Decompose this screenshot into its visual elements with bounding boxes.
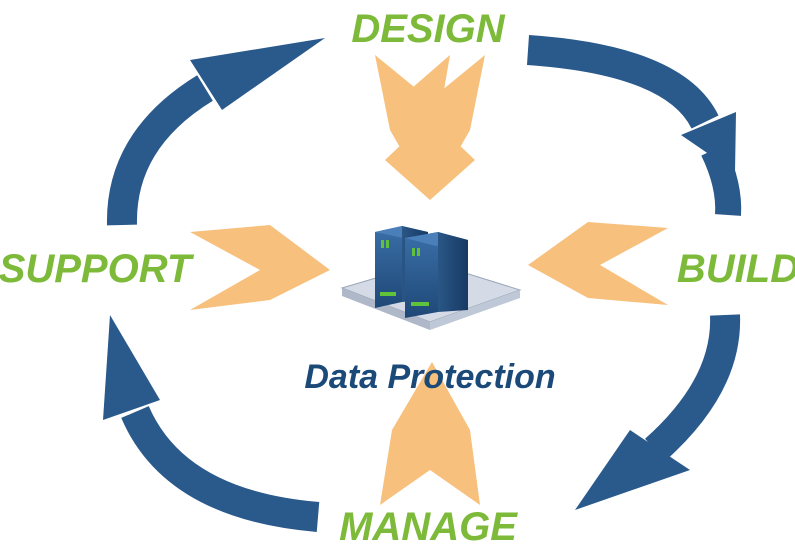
- stage-label-manage: MANAGE: [339, 505, 518, 548]
- stage-label-design: DESIGN: [351, 7, 505, 51]
- cycle-arrow-build-to-manage: [575, 314, 741, 510]
- cycle-arrow-design-to-build: [526, 35, 742, 216]
- inward-arrows: [190, 55, 668, 505]
- stage-label-support: SUPPORT: [0, 247, 195, 291]
- inward-arrow-left: [190, 225, 330, 310]
- inward-arrow-top-body: [375, 55, 485, 200]
- cycle-arrow-support-to-design: [106, 38, 325, 226]
- cycle-arrows: [103, 35, 742, 532]
- server-led: [381, 240, 384, 248]
- cycle-arrow-manage-to-support: [103, 315, 320, 532]
- stage-label-build: BUILD: [677, 247, 795, 291]
- center-label: Data Protection: [304, 358, 555, 396]
- inward-arrow-bottom: [380, 362, 480, 505]
- inward-arrow-right: [528, 222, 668, 305]
- server-rack-icon: [340, 226, 522, 330]
